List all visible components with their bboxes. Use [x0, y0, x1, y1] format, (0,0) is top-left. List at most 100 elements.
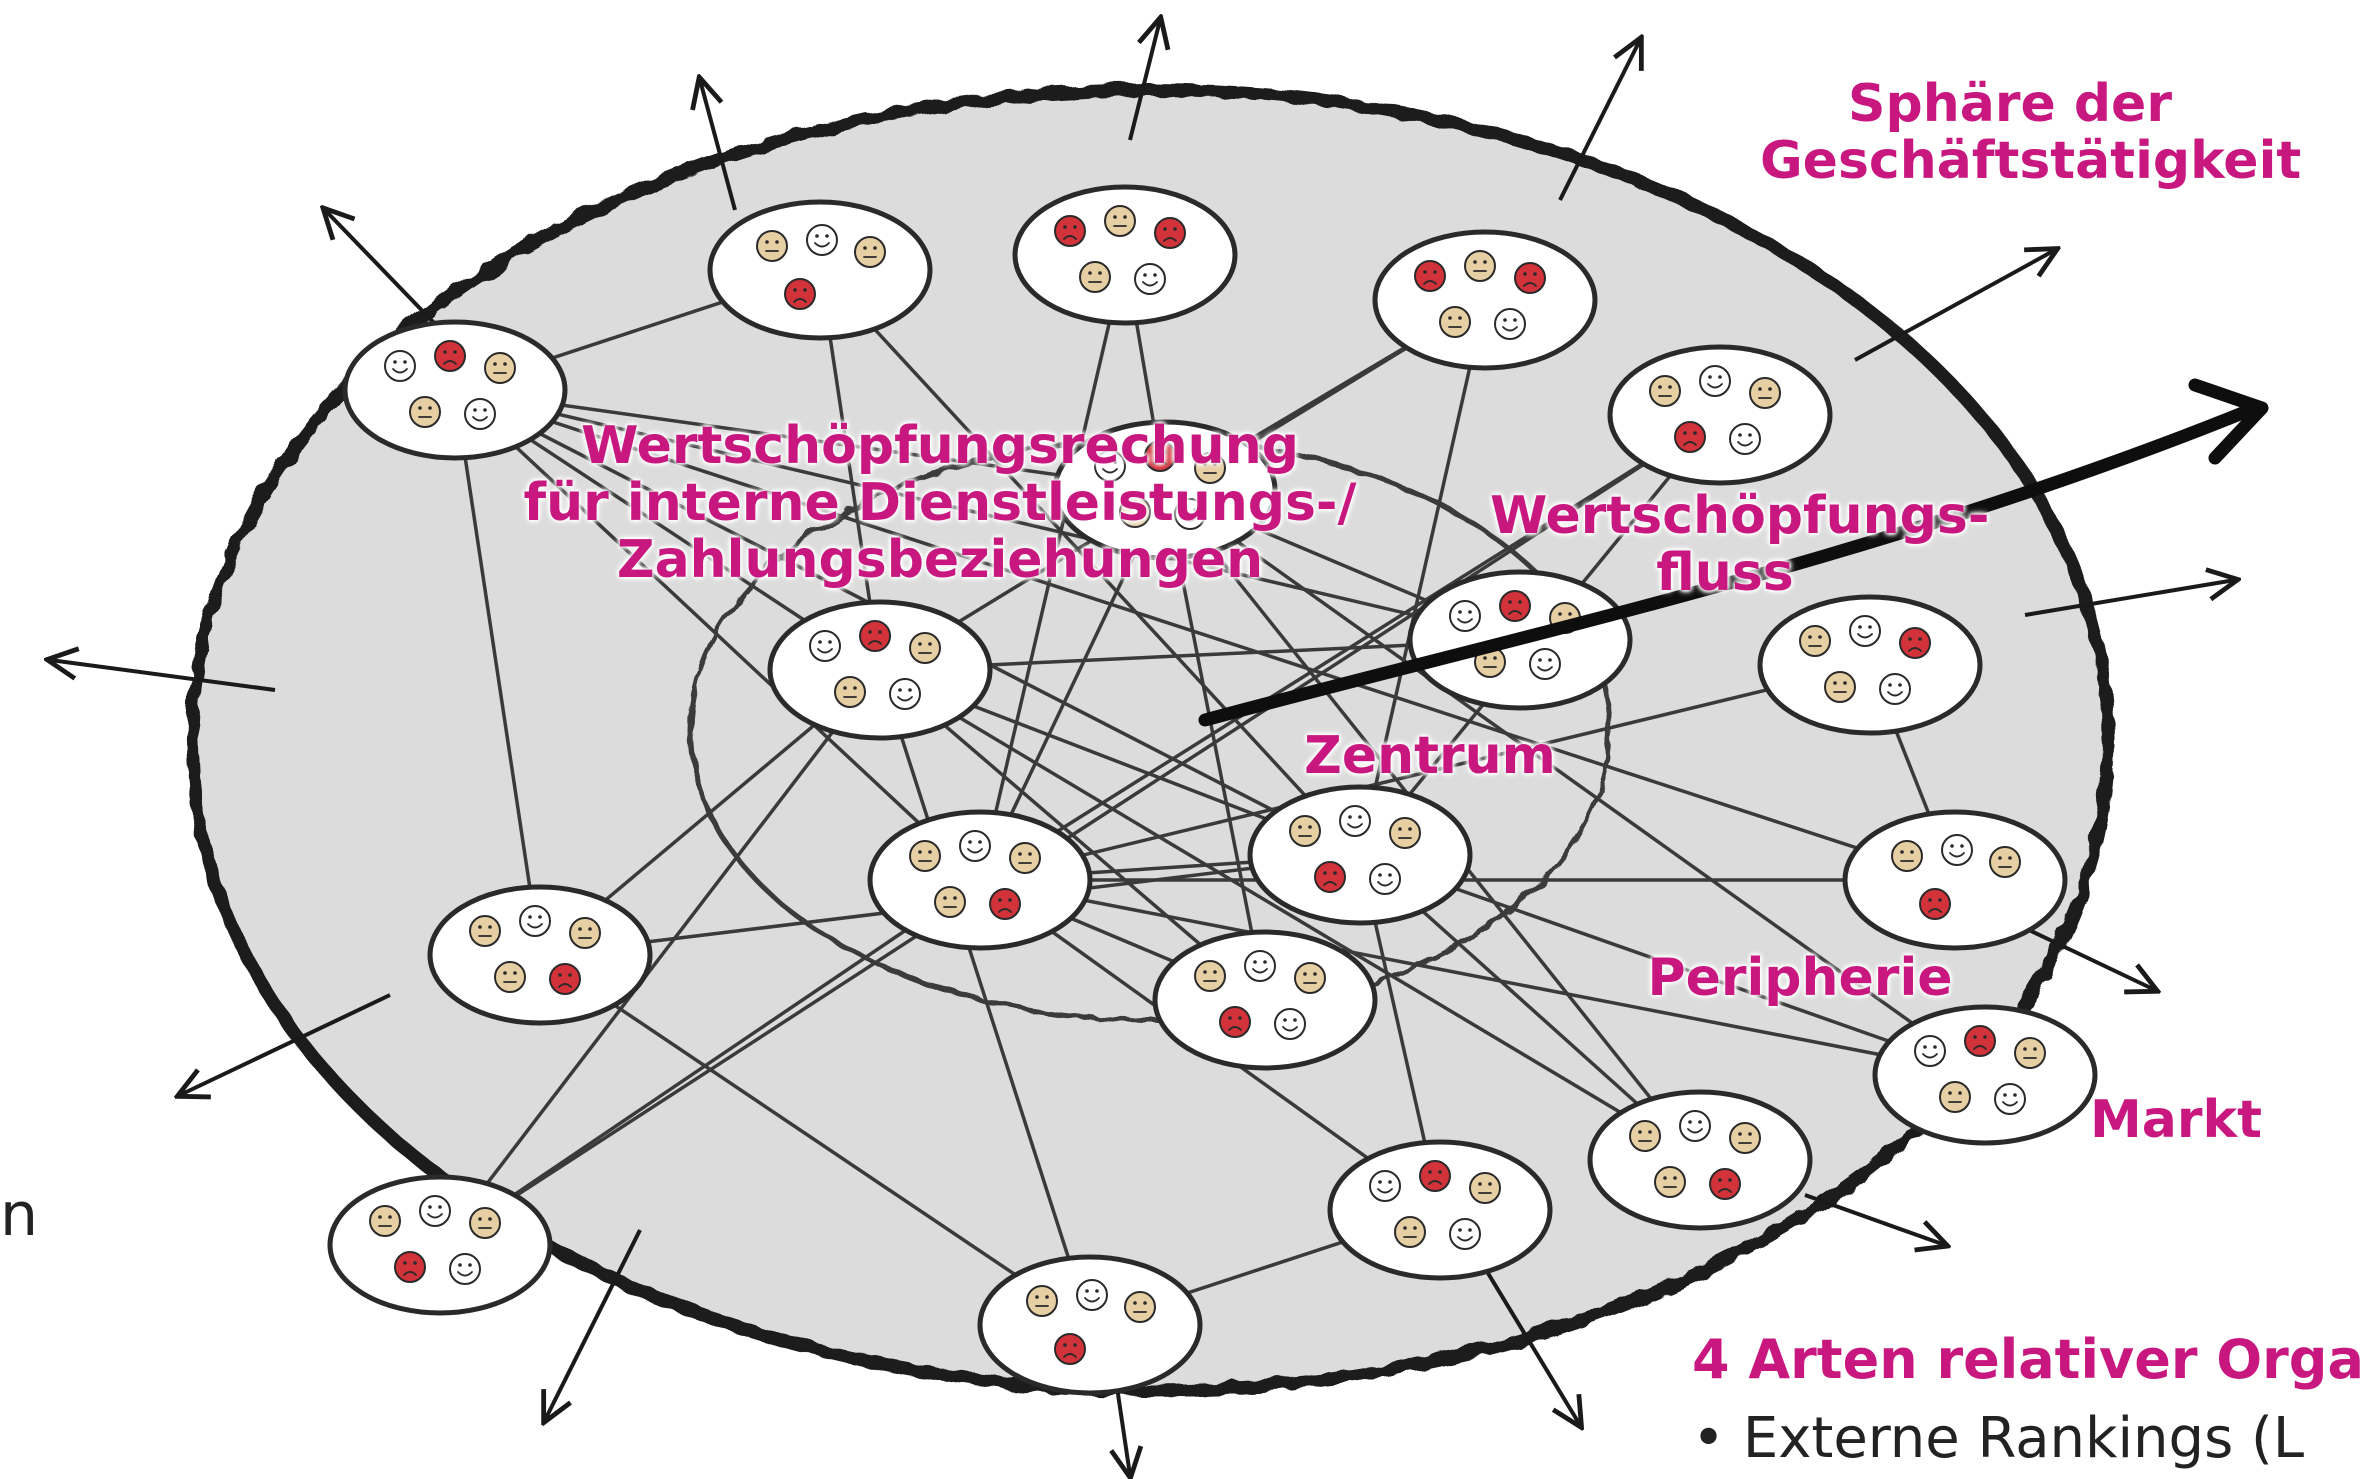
market-sphere-outline: [185, 83, 2115, 1397]
network-link: [979, 663, 1871, 882]
value-flow-arrow: [1198, 378, 2269, 727]
person-face-icon: [1699, 365, 1731, 397]
person-face-icon: [1369, 863, 1401, 895]
person-face-icon: [1891, 840, 1923, 872]
network-link: [453, 388, 982, 882]
value-flow-label: Wertschöpfungs- fluss: [1490, 486, 1990, 602]
person-face-icon: [909, 632, 941, 664]
person-face-icon: [1514, 262, 1546, 294]
person-face-icon: [519, 905, 551, 937]
network-link: [1163, 489, 1267, 1001]
team-group: [1247, 784, 1473, 926]
network-link: [979, 878, 1986, 1077]
team-group: [1012, 184, 1238, 326]
person-face-icon: [1144, 440, 1176, 472]
network-link: [879, 668, 1701, 1162]
person-face-icon: [1529, 648, 1561, 680]
person-face-icon: [1244, 950, 1276, 982]
person-face-icon: [419, 1195, 451, 1227]
person-face-icon: [1194, 452, 1226, 484]
organization-network-diagram: [0, 0, 2269, 1479]
team-group: [1327, 1139, 1553, 1281]
person-face-icon: [434, 340, 466, 372]
person-face-icon: [1919, 888, 1951, 920]
person-face-icon: [1339, 805, 1371, 837]
bullet-external-rankings: • Externe Rankings (L: [1692, 1406, 2305, 1471]
person-face-icon: [1939, 1081, 1971, 1113]
team-group: [327, 1174, 553, 1316]
team-group: [1872, 1004, 2098, 1146]
periphery-label: Peripherie: [1647, 948, 1953, 1008]
person-face-icon: [569, 917, 601, 949]
person-face-icon: [1899, 627, 1931, 659]
person-face-icon: [549, 963, 581, 995]
flow-label-line1: Wertschöpfungs-: [1490, 486, 1990, 546]
person-face-icon: [469, 1207, 501, 1239]
network-link: [818, 268, 1362, 857]
person-face-icon: [1154, 217, 1186, 249]
network-link: [1358, 299, 1487, 856]
person-face-icon: [989, 888, 1021, 920]
network-link: [453, 389, 542, 956]
person-face-icon: [1389, 817, 1421, 849]
outward-arrow: [2024, 580, 2235, 617]
person-face-icon: [394, 1251, 426, 1283]
person-face-icon: [1941, 834, 1973, 866]
value-creation-accounting-label: Wertschöpfungsrechung für interne Dienst…: [500, 416, 1380, 591]
person-face-icon: [1079, 261, 1111, 293]
person-face-icon: [2014, 1037, 2046, 1069]
outward-arrow: [50, 660, 276, 692]
person-face-icon: [1054, 1333, 1086, 1365]
person-face-icon: [1749, 377, 1781, 409]
person-face-icon: [384, 350, 416, 382]
outward-arrow: [180, 993, 391, 1095]
person-face-icon: [1629, 1120, 1661, 1152]
network-link: [1163, 488, 1987, 1077]
person-face-icon: [756, 230, 788, 262]
team-group: [867, 809, 1093, 951]
person-face-icon: [909, 840, 941, 872]
team-group: [1152, 929, 1378, 1071]
team-group: [1607, 344, 1833, 486]
wsr-label-line3: Zahlungsbeziehungen: [616, 530, 1264, 591]
network-link: [454, 388, 1521, 642]
outward-arrow: [1478, 1258, 1580, 1425]
wsr-label-line2: für interne Dienstleistungs-/: [523, 473, 1357, 534]
team-group: [1842, 809, 2068, 951]
person-face-icon: [1274, 1008, 1306, 1040]
network-link: [438, 668, 882, 1247]
person-face-icon: [1394, 1216, 1426, 1248]
person-face-icon: [409, 396, 441, 428]
person-face-icon: [1419, 1160, 1451, 1192]
person-face-icon: [1449, 1218, 1481, 1250]
person-face-icon: [806, 224, 838, 256]
person-face-icon: [1124, 1291, 1156, 1323]
person-face-icon: [1464, 250, 1496, 282]
sphere-of-business-label: Sphäre der Geschäftstätigkeit: [1760, 75, 2302, 192]
person-face-icon: [1729, 423, 1761, 455]
person-face-icon: [784, 278, 816, 310]
person-face-icon: [1729, 1122, 1761, 1154]
person-face-icon: [1799, 625, 1831, 657]
team-group: [1372, 229, 1598, 371]
team-group: [427, 884, 653, 1026]
person-face-icon: [1914, 1035, 1946, 1067]
person-face-icon: [1219, 1006, 1251, 1038]
person-face-icon: [369, 1205, 401, 1237]
team-group: [977, 1254, 1203, 1396]
wsr-label-line1: Wertschöpfungsrechung: [581, 416, 1299, 476]
person-face-icon: [1134, 263, 1166, 295]
person-face-icon: [1674, 421, 1706, 453]
person-face-icon: [1289, 815, 1321, 847]
person-face-icon: [1194, 960, 1226, 992]
person-face-icon: [1989, 846, 2021, 878]
person-face-icon: [1174, 498, 1206, 530]
person-face-icon: [1314, 861, 1346, 893]
outward-arrow: [1804, 1193, 1945, 1245]
team-group: [1052, 419, 1278, 561]
person-face-icon: [1054, 215, 1086, 247]
sphere-label-line2: Geschäftstätigkeit: [1760, 131, 2302, 192]
person-face-icon: [809, 630, 841, 662]
left-edge-text-fragment: n: [0, 1180, 39, 1250]
person-face-icon: [889, 678, 921, 710]
